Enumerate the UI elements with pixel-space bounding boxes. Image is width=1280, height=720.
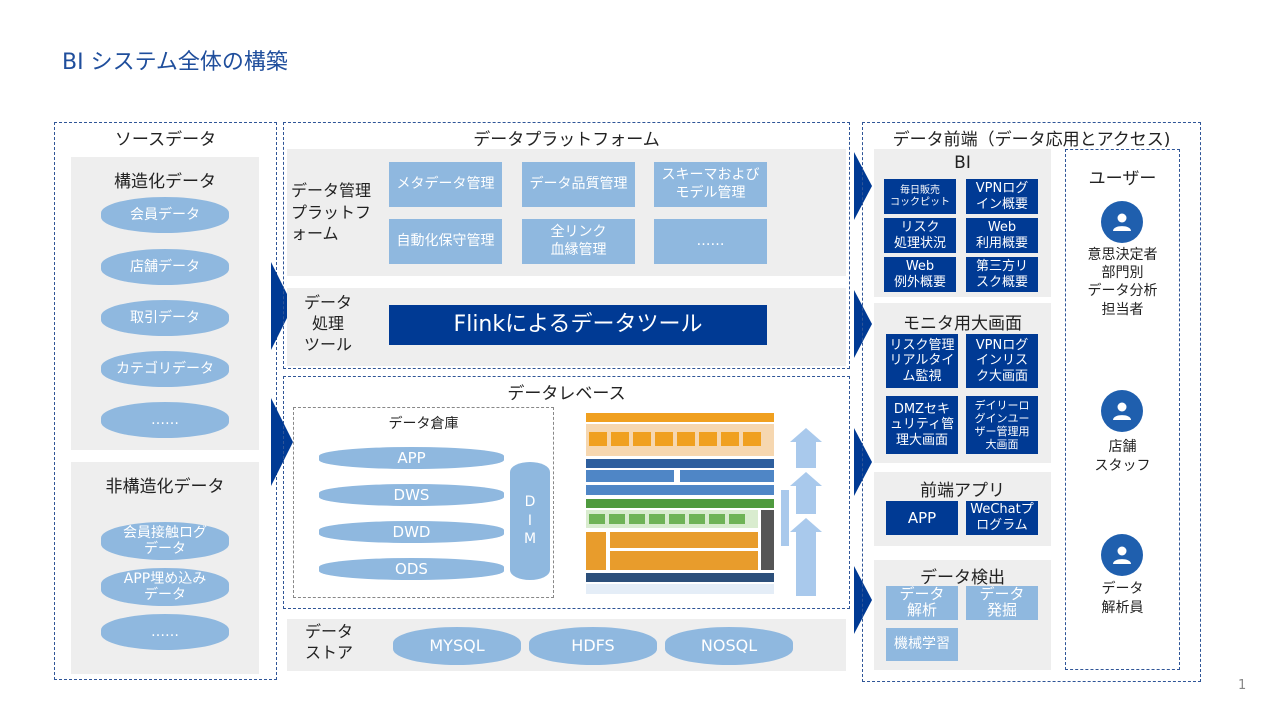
risk-realtime-monitor-box: リスク管理 リアルタイ ム監視 [886, 334, 958, 388]
person-icon [1113, 213, 1131, 231]
machine-learning-box: 機械学習 [886, 628, 958, 661]
person-icon [1113, 402, 1131, 420]
up-flow-arrow-top [790, 428, 822, 468]
users-section [1065, 149, 1180, 670]
vpn-login-overview-box: VPNログ イン概要 [966, 179, 1038, 214]
user-group-decision-makers: 意思決定者 部門別 データ分析 担当者 [1087, 247, 1158, 318]
more-management-box: …… [654, 219, 767, 264]
app-layer: APP [319, 447, 504, 469]
user-group-data-analysts: データ 解析員 [1101, 581, 1144, 616]
side-flow-arrow [781, 490, 789, 546]
arrow-platform-to-apps [854, 428, 872, 496]
store-data-cylinder: 店舗データ [101, 249, 229, 285]
app-embedded-data-cylinder: APP埋め込み データ [101, 568, 229, 606]
data-quality-management-box: データ品質管理 [522, 162, 635, 207]
automated-maintenance-box: 自動化保守管理 [389, 219, 502, 264]
page-title: BI システム全体の構築 [62, 50, 288, 75]
frontend-section [862, 122, 1201, 682]
risk-status-box: リスク 処理状況 [884, 218, 956, 253]
unstructured-data-title: 非構造化データ [105, 477, 225, 497]
hadoop-architecture-diagram [580, 410, 778, 596]
arrow-source-to-platform-lower [271, 398, 293, 486]
arrow-platform-to-monitor [854, 290, 872, 358]
schema-model-management-box: スキーマおよび モデル管理 [654, 162, 767, 207]
ods-layer: ODS [319, 558, 504, 580]
bi-title: BI [954, 153, 971, 173]
member-data-cylinder: 会員データ [101, 197, 229, 233]
database-header: データレベース [507, 384, 626, 404]
source-data-header: ソースデータ [114, 130, 217, 150]
person-icon [1113, 546, 1131, 564]
frontend-apps-title: 前端アプリ [920, 481, 1005, 501]
data-processing-label: データ 処理 ツール [303, 293, 352, 354]
mysql-cylinder: MYSQL [393, 627, 521, 665]
data-analysis-box: データ 解析 [886, 586, 958, 620]
arrow-platform-to-bi [854, 152, 872, 220]
vpn-login-risk-screen-box: VPNログ インリス ク大画面 [966, 334, 1038, 388]
arrow-platform-to-detect [854, 566, 872, 634]
data-mining-box: データ 発掘 [966, 586, 1038, 620]
hdfs-cylinder: HDFS [529, 627, 657, 665]
category-data-cylinder: カテゴリデータ [101, 351, 229, 387]
up-flow-arrow-bottom [790, 518, 822, 596]
user-icon [1101, 534, 1143, 576]
monitor-title: モニタ用大画面 [903, 314, 1022, 334]
daily-sales-cockpit-box: 毎日販売 コックピット [884, 179, 956, 214]
data-warehouse-box [293, 407, 554, 598]
data-platform-section [283, 122, 850, 369]
user-icon [1101, 390, 1143, 432]
wechat-program-box: WeChatプ ログラム [966, 501, 1038, 535]
web-exception-overview-box: Web 例外概要 [884, 257, 956, 292]
hadoop-architecture-image [580, 410, 778, 596]
data-store-label: データ ストア [305, 622, 354, 662]
lineage-management-box: 全リンク 血縁管理 [522, 219, 635, 264]
user-icon [1101, 201, 1143, 243]
web-usage-overview-box: Web 利用概要 [966, 218, 1038, 253]
users-title: ユーザー [1088, 169, 1157, 189]
metadata-management-box: メタデータ管理 [389, 162, 502, 207]
dwd-layer: DWD [319, 521, 504, 543]
more-unstructured-cylinder: …… [101, 614, 229, 650]
daily-login-user-screen-box: デイリーロ グインユー ザー管理用 大画面 [966, 396, 1038, 454]
dws-layer: DWS [319, 484, 504, 506]
up-flow-arrow-middle [790, 472, 822, 514]
data-warehouse-title: データ倉庫 [388, 416, 459, 432]
flink-tool-box: Flinkによるデータツール [389, 305, 767, 345]
database-section [283, 376, 850, 609]
more-structured-cylinder: …… [101, 402, 229, 438]
data-platform-header: データプラットフォーム [473, 130, 660, 150]
structured-data-title: 構造化データ [114, 172, 216, 192]
user-group-store-staff: 店舗 スタッフ [1094, 439, 1151, 474]
app-box: APP [886, 501, 958, 535]
third-party-risk-overview-box: 第三方リ スク概要 [966, 257, 1038, 292]
transaction-data-cylinder: 取引データ [101, 300, 229, 336]
nosql-cylinder: NOSQL [665, 627, 793, 665]
frontend-header: データ前端（データ応用とアクセス) [892, 130, 1171, 150]
data-detection-title: データ検出 [920, 568, 1005, 588]
data-management-label: データ管理 プラットフ ォーム [291, 181, 372, 244]
dim-cylinder: D I M [510, 462, 550, 580]
dmz-security-screen-box: DMZセキ ュリティ管 理大画面 [886, 396, 958, 454]
page-number: 1 [1238, 678, 1247, 693]
member-contact-log-cylinder: 会員接触ログ データ [101, 522, 229, 560]
